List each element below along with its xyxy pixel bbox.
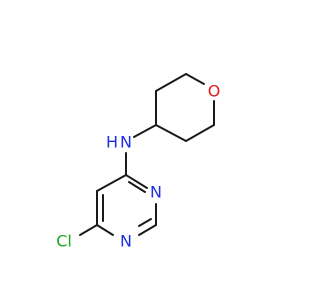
bond-c6-cl (79, 224, 98, 236)
bond-c5-c4 (155, 124, 187, 142)
pyrimidine-ring (96, 174, 157, 236)
atom-n-amine-label: N (120, 133, 132, 152)
atom-n3-pyrimidine-label: N (150, 183, 162, 202)
bond-c2-n1-double (138, 218, 152, 227)
atom-n1-pyrimidine-label: N (120, 232, 132, 251)
bond-c2-n1 (138, 224, 157, 236)
bond-n1-c6 (96, 224, 114, 236)
bond-c4pyr-n3 (125, 174, 148, 189)
atom-h-amine-label: H (106, 133, 118, 152)
bond-c6-c5 (185, 124, 215, 142)
bond-c3-c2 (155, 73, 187, 92)
bond-c2-o (185, 73, 205, 85)
molecule-structure-diagram: O N H N N Cl (56, 73, 221, 251)
bond-c5-c4pyr (96, 174, 127, 192)
bond-c4-n (133, 124, 157, 138)
atom-cl-label: Cl (56, 232, 72, 251)
bond-c4pyr-n3-double (128, 181, 146, 193)
atom-o-label: O (208, 82, 221, 101)
oxane-ring (155, 73, 215, 142)
